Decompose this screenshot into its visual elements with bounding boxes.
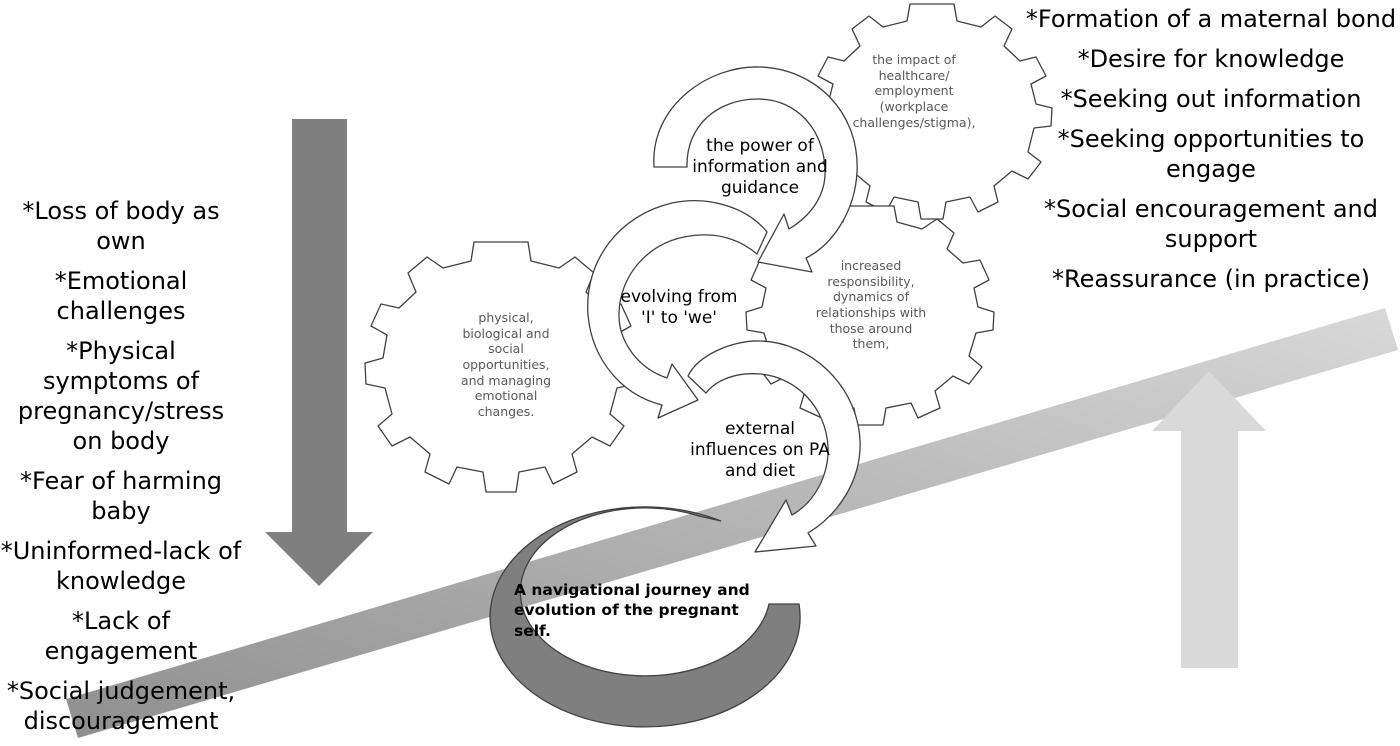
cycle-label-information: the power of information and guidance (692, 136, 828, 199)
barriers-list: *Loss of body as own *Emotional challeng… (0, 196, 242, 746)
cycle-arrow-middle (587, 200, 768, 419)
cycle-label-evolving: evolving from 'I' to 'we' (620, 287, 738, 329)
barrier-item: *Physical symptoms of pregnancy/stress o… (17, 337, 225, 455)
journey-ring (489, 506, 801, 728)
barrier-item: *Fear of harming baby (19, 467, 223, 525)
barrier-item: *Loss of body as own (22, 197, 220, 255)
cycle-arrow-top (653, 66, 858, 273)
facilitator-item: *Reassurance (in practice) (1052, 265, 1370, 293)
journey-label: A navigational journey and evolution of … (514, 581, 750, 640)
cycle-arrow-bottom (687, 340, 861, 553)
seesaw-beam (66, 308, 1398, 738)
facilitator-item: *Seeking out information (1060, 85, 1362, 113)
gear-label-responsibility: increased responsibility, dynamics of re… (815, 258, 927, 352)
gear-label-healthcare: the impact of healthcare/ employment (wo… (852, 52, 976, 130)
facilitator-item: *Social encouragement and support (1044, 195, 1378, 253)
facilitator-item: *Seeking opportunities to engage (1057, 125, 1365, 183)
barrier-item: *Social judgement, discouragement (6, 677, 236, 735)
gear-physical (364, 241, 638, 493)
gear-label-physical: physical, biological and social opportun… (460, 310, 552, 419)
facilitator-item: *Desire for knowledge (1077, 45, 1345, 73)
up-arrow (1152, 371, 1266, 668)
gear-healthcare (811, 3, 1053, 220)
barrier-item: *Emotional challenges (54, 267, 188, 325)
facilitator-item: *Formation of a maternal bond (1025, 5, 1397, 33)
barrier-item: *Lack of engagement (44, 607, 198, 665)
facilitators-list: *Formation of a maternal bond *Desire fo… (1022, 4, 1400, 304)
cycle-label-external: external influences on PA and diet (690, 419, 830, 482)
down-arrow (265, 119, 373, 586)
barrier-item: *Uninformed-lack of knowledge (0, 537, 242, 595)
